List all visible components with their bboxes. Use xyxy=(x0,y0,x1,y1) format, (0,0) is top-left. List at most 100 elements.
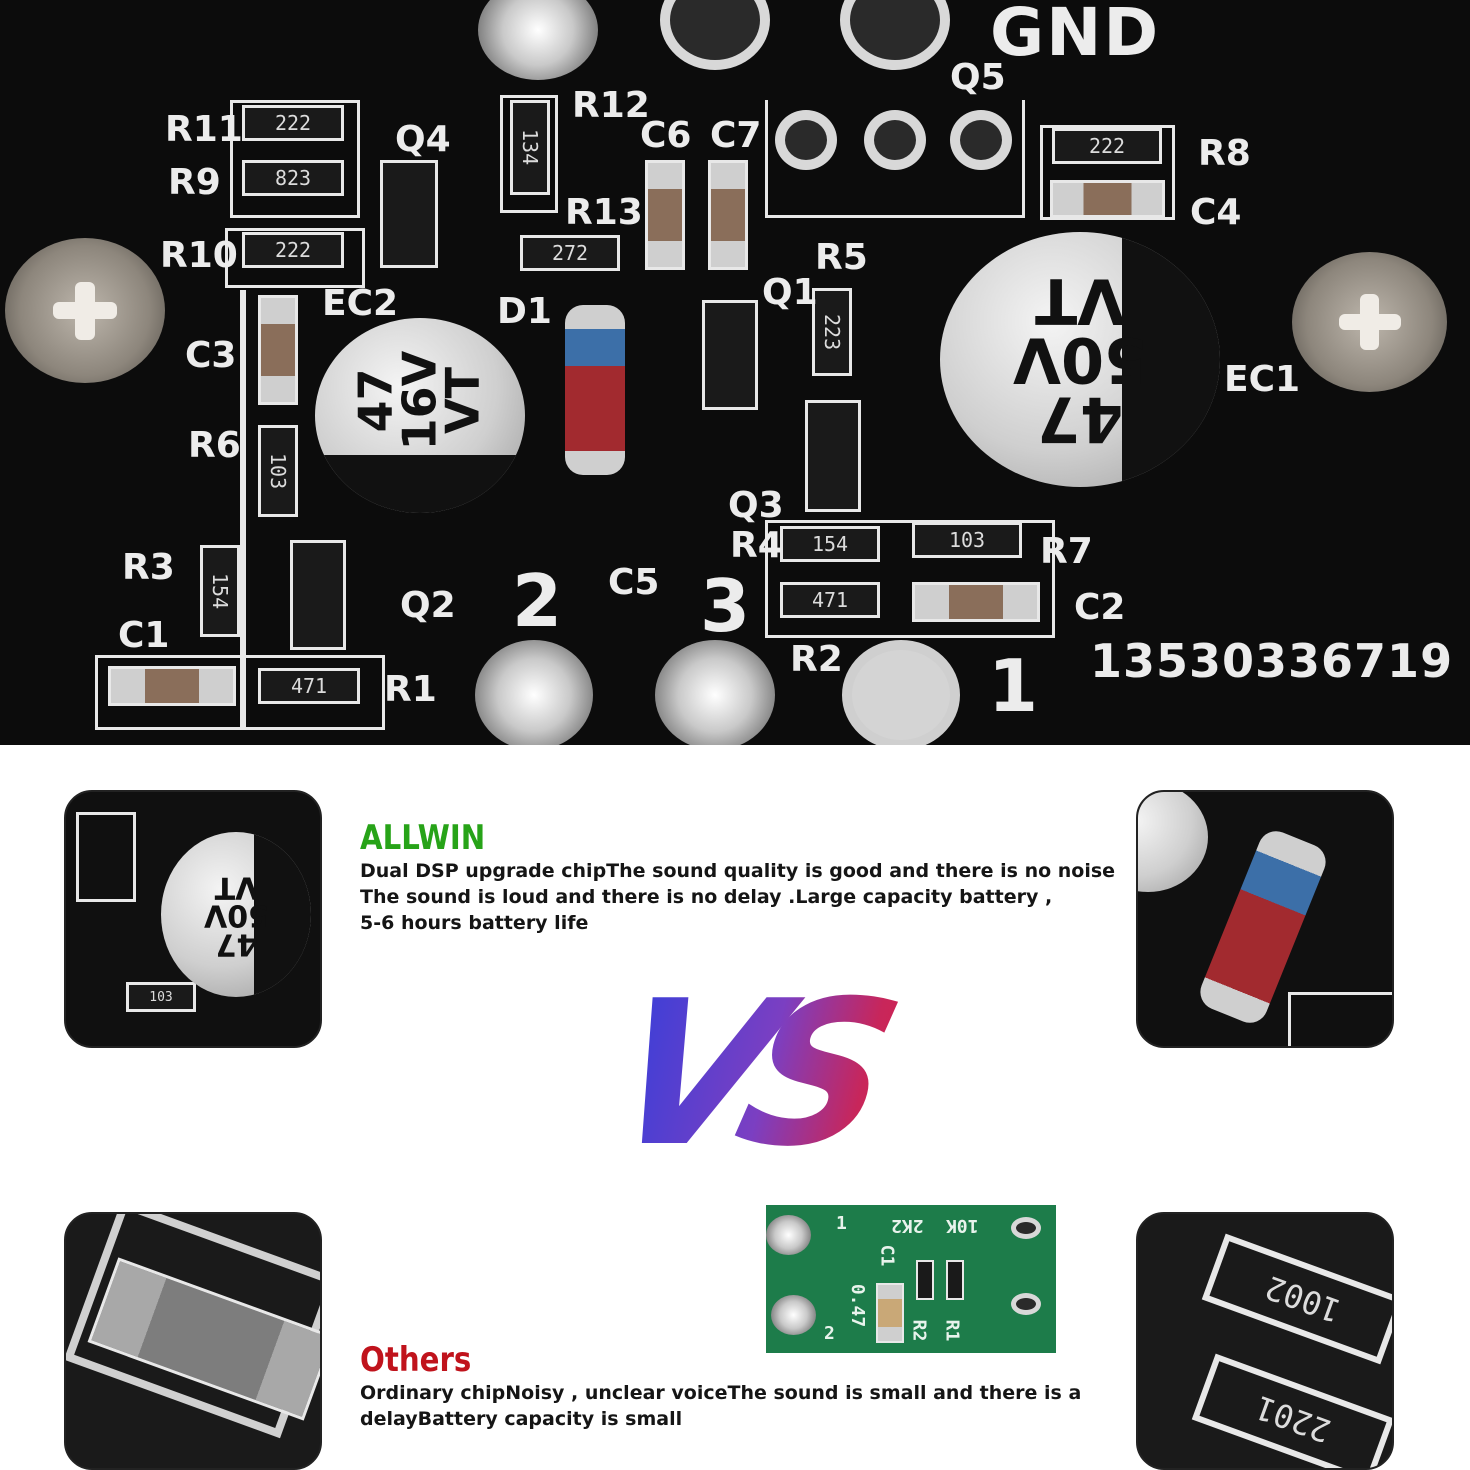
transistor-q4 xyxy=(380,160,438,268)
green-hole xyxy=(1011,1217,1041,1239)
silk-q1: Q1 xyxy=(762,272,818,313)
resistor-r3: 154 xyxy=(200,545,240,637)
thumb-cap-marking: 47 50V VT xyxy=(203,869,269,962)
resistor-r10: 222 xyxy=(242,232,344,268)
thumb-ceramic-cap-closeup xyxy=(64,1212,322,1470)
green-silk-10k: 10K xyxy=(946,1215,979,1236)
silk-r10: R10 xyxy=(160,235,238,276)
polarity-stripe xyxy=(315,454,525,513)
capacitor-edge xyxy=(1138,792,1208,892)
allwin-line-2: The sound is loud and there is no delay … xyxy=(360,886,1053,908)
silk-r5: R5 xyxy=(815,237,868,278)
allwin-brand: ALLWIN xyxy=(360,818,486,858)
resistor-r2: 471 xyxy=(780,582,880,618)
through-hole xyxy=(840,0,950,70)
screw-head xyxy=(1292,252,1447,392)
polarity-stripe xyxy=(254,832,311,997)
solder-pad-1 xyxy=(842,640,960,745)
solder-pad xyxy=(771,1295,816,1335)
green-silk-047: 0.47 xyxy=(847,1283,869,1328)
silk-r9: R9 xyxy=(168,162,221,203)
others-line-1: Ordinary chipNoisy , unclear voiceThe so… xyxy=(360,1382,1082,1404)
silk-outline xyxy=(230,100,360,218)
transistor-q2 xyxy=(290,540,346,650)
solder-pad xyxy=(478,0,598,80)
silk-c2: C2 xyxy=(1074,587,1126,628)
silk-outline xyxy=(225,228,365,288)
solder-pad-2 xyxy=(475,640,593,745)
through-hole xyxy=(660,0,770,70)
silk-c6: C6 xyxy=(640,115,692,156)
silk-outline xyxy=(76,812,136,902)
through-hole xyxy=(950,110,1012,170)
allwin-line-1: Dual DSP upgrade chipThe sound quality i… xyxy=(360,860,1116,882)
capacitor-ec1: 47 50V VT xyxy=(940,232,1220,487)
screw-head xyxy=(5,238,165,383)
pad-label-1: 1 xyxy=(988,644,1039,728)
resistor-r6: 103 xyxy=(258,425,298,517)
capacitor-c3 xyxy=(258,295,298,405)
green-silk-1: 1 xyxy=(836,1213,847,1234)
resistor-thumb-a: 1002 xyxy=(1201,1233,1392,1365)
silk-c4: C4 xyxy=(1190,192,1242,233)
silk-r1: R1 xyxy=(384,669,437,710)
resistor-r9: 823 xyxy=(242,160,344,196)
silk-c5: C5 xyxy=(608,562,660,603)
green-silk-r2: R2 xyxy=(908,1319,930,1342)
transistor-q3 xyxy=(805,400,861,512)
polarity-stripe xyxy=(1122,232,1220,487)
through-hole xyxy=(775,110,837,170)
board-serial: 13530336719 xyxy=(1090,634,1454,688)
transistor-q1 xyxy=(702,300,758,410)
solder-pad xyxy=(766,1215,811,1255)
through-hole xyxy=(864,110,926,170)
silk-ec2: EC2 xyxy=(322,283,399,324)
silk-r13: R13 xyxy=(565,192,643,233)
silk-r11: R11 xyxy=(165,109,243,150)
silk-q5: Q5 xyxy=(950,57,1006,98)
silk-r3: R3 xyxy=(122,547,175,588)
resistor-thumb-b: 2201 xyxy=(1191,1353,1392,1468)
silk-outline xyxy=(1288,992,1392,1046)
silk-outline xyxy=(95,655,385,730)
silk-r8: R8 xyxy=(1198,133,1251,174)
ordinary-pcb-photo: 10K 2K2 C1 R1 R2 0.47 1 2 xyxy=(766,1205,1056,1353)
ec1-marking: 47 50V VT xyxy=(1012,265,1148,456)
capacitor-c1 xyxy=(108,666,236,706)
capacitor-c4 xyxy=(1050,180,1165,218)
pcb-closeup-photo: 222 823 222 134 272 222 223 103 154 471 … xyxy=(0,0,1470,745)
resistor-r8: 222 xyxy=(1052,128,1162,164)
resistor-r11: 222 xyxy=(242,105,344,141)
thumb-capacitor-closeup: 103 47 50V VT xyxy=(64,790,322,1048)
green-silk-2: 2 xyxy=(824,1323,835,1344)
diode-d1 xyxy=(565,305,625,475)
solder-pad-3 xyxy=(655,640,775,745)
silk-c1: C1 xyxy=(118,615,170,656)
capacitor-thumb: 47 50V VT xyxy=(161,832,311,997)
silk-d1: D1 xyxy=(497,291,552,332)
capacitor-c7 xyxy=(708,160,748,270)
silk-q2: Q2 xyxy=(400,585,456,626)
silk-r6: R6 xyxy=(188,425,241,466)
capacitor-c6 xyxy=(645,160,685,270)
green-hole xyxy=(1011,1293,1041,1315)
green-resistor xyxy=(916,1260,934,1300)
resistor-thumb: 103 xyxy=(126,982,196,1012)
resistor-r5: 223 xyxy=(812,288,852,376)
silk-ec1: EC1 xyxy=(1224,359,1301,400)
gnd-label: GND xyxy=(990,0,1161,71)
pad-label-3: 3 xyxy=(700,564,751,648)
resistor-r1: 471 xyxy=(258,668,360,704)
silk-outline xyxy=(1040,125,1175,220)
resistor-r7: 103 xyxy=(912,522,1022,558)
silk-r2: R2 xyxy=(790,639,843,680)
green-silk-c1: C1 xyxy=(876,1244,898,1267)
others-brand: Others xyxy=(360,1340,472,1380)
allwin-line-3: 5-6 hours battery life xyxy=(360,912,589,934)
pad-label-2: 2 xyxy=(512,559,563,643)
silk-outline xyxy=(765,100,1025,218)
resistor-r13: 272 xyxy=(520,235,620,271)
ec2-marking: 47 16V VT xyxy=(348,350,490,451)
capacitor-c2 xyxy=(912,582,1040,622)
silk-outline xyxy=(765,520,1055,638)
